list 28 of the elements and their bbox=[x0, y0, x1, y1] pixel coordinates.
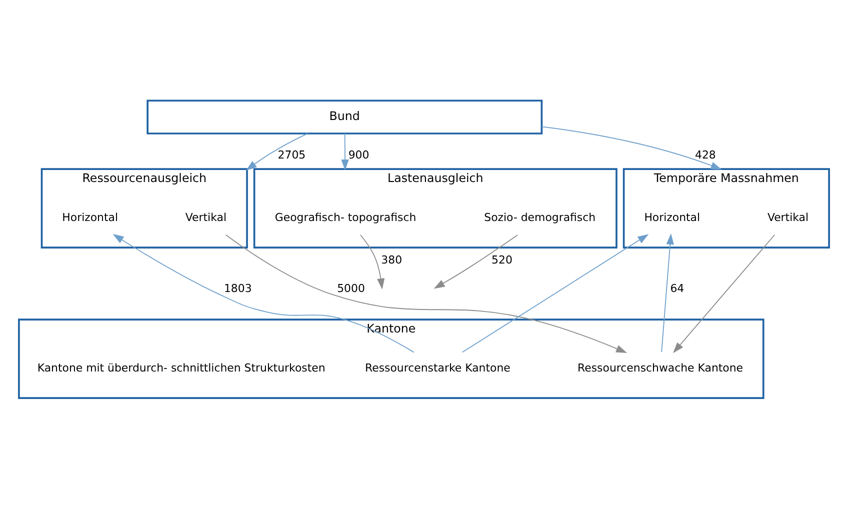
arrow bbox=[360, 234, 385, 289]
edge-label: 520 bbox=[492, 253, 512, 266]
edge-label: 1803 bbox=[224, 281, 252, 294]
edge-label: 64 bbox=[670, 281, 684, 294]
edge-label: 5000 bbox=[337, 281, 365, 294]
node-text: Horizontal bbox=[644, 210, 700, 224]
node-text: Vertikal bbox=[185, 210, 227, 224]
edge-label: 428 bbox=[694, 148, 716, 162]
arrow bbox=[661, 233, 674, 352]
arrow bbox=[225, 234, 628, 352]
arrow bbox=[434, 234, 518, 288]
arrow bbox=[673, 234, 776, 353]
arrow bbox=[462, 234, 649, 352]
arrow bbox=[341, 132, 349, 170]
arrow bbox=[112, 234, 414, 352]
arrow bbox=[246, 132, 308, 170]
edge-label: 900 bbox=[348, 148, 370, 162]
node-text: Ressourcenstarke Kantone bbox=[364, 361, 510, 374]
node-text: Kantone mit überdurch- schnittlichen Strukturkosten bbox=[37, 361, 326, 374]
node-box: Bund bbox=[146, 99, 543, 134]
node-text: Vertikal bbox=[767, 210, 809, 224]
arrow bbox=[541, 126, 722, 170]
node-text: Geografisch- topografisch bbox=[274, 210, 416, 224]
edge-label: 380 bbox=[381, 253, 402, 266]
node-text: Horizontal bbox=[62, 210, 118, 224]
node-text: Ressourcenschwache Kantone bbox=[578, 361, 744, 374]
edge-label: 2705 bbox=[278, 148, 306, 162]
node-text: Sozio- demografisch bbox=[484, 210, 596, 224]
